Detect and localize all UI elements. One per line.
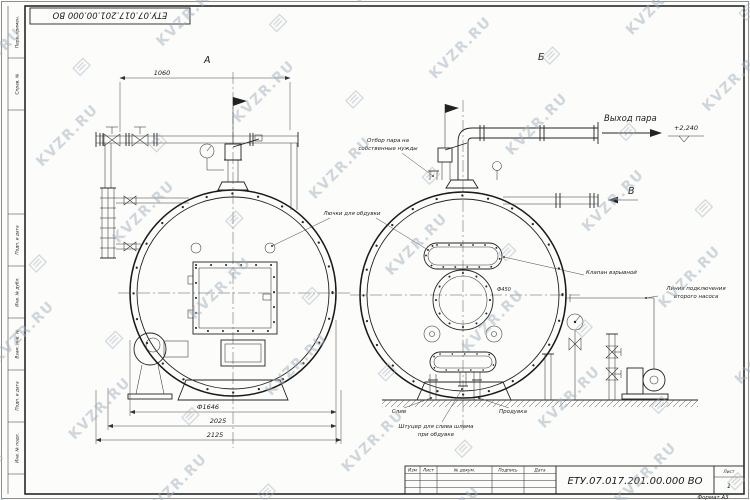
margin-stamp-strip: Перв. примен. Справ. № Подп. и дата Инв.… (7, 6, 25, 494)
manhole-dia-text: Ф450 (497, 287, 511, 293)
safety-valve-rear (428, 104, 502, 180)
titleblock-doc-number: ЕТУ.07.017.201.00.000 ВО (567, 476, 702, 487)
burner-fan (127, 332, 189, 400)
view-label-b: Б (538, 52, 545, 63)
manhole: Ф450 (432, 269, 511, 331)
sludge-label-1: Штуцер для слива шлама (399, 424, 475, 430)
dimension-1060: 1060 (119, 69, 291, 132)
titleblock-col-sign: Подпись (498, 468, 518, 474)
steam-flow-arrow (650, 129, 662, 137)
pump-volute (642, 368, 666, 392)
second-pump-label-1: Линия подключения (665, 286, 726, 292)
gauge-valve-top (123, 195, 137, 206)
dim-2125-text: 2125 (207, 431, 224, 439)
corner-stamp: ЕТУ.07.017.201.00.000 ВО (29, 7, 191, 25)
dim-1060-text: 1060 (154, 69, 171, 77)
view-v-arrow (608, 196, 618, 204)
titleblock-sheet-label: Лист (723, 469, 735, 475)
blowdown-standpipe (542, 353, 554, 400)
titleblock-sheet-number: 1 (727, 482, 731, 490)
side-nozzle-piping: В (503, 186, 638, 208)
steam-outlet-piping (445, 122, 662, 189)
margin-label-perv-primen: Перв. примен. (15, 16, 21, 48)
margin-label-sprav-no: Справ. № (15, 73, 21, 94)
margin-label-podp-data-1: Подп. и дата (15, 225, 21, 255)
dim-2025-text: 2025 (210, 417, 227, 425)
flag-pennant-rear (445, 104, 459, 113)
margin-label-vzam-inv: Взам. инв. № (15, 329, 21, 359)
ash-door (220, 339, 266, 367)
front-view-a: 1060 Ф1646 2025 2125 А (95, 55, 350, 448)
pump-base (621, 393, 669, 400)
blow-hatches-label: Лючки для обдувки (323, 211, 381, 217)
titleblock-col-date: Дата (533, 468, 545, 474)
titleblock-col-doc: № докум. (453, 468, 475, 474)
titleblock-col-list: Лист (422, 468, 434, 474)
dim-diameter-text: Ф1646 (197, 403, 219, 411)
callout-labels: Выход пара Отбор пара на собственные нуж… (271, 114, 726, 438)
manometer (566, 313, 584, 400)
elevation-mark: +2,240 (668, 124, 704, 143)
feed-pump (621, 367, 669, 400)
drain-label: Слив (392, 409, 406, 415)
steam-own-needs-label-1: Отбор пара на (367, 138, 410, 144)
explosion-valve-label: Клапан взрывной (586, 270, 637, 276)
gauge-valve-bottom (123, 241, 137, 252)
steam-out-label: Выход пара (604, 114, 657, 124)
side-view-b: Ф450 (350, 52, 704, 430)
valve-stack (605, 333, 622, 400)
blow-hatch-left (190, 242, 202, 254)
door-handle (262, 293, 272, 301)
margin-label-inv-podl: Инв. № подл. (15, 433, 21, 463)
view-label-a: А (203, 55, 211, 66)
title-block: Изм Лист № докум. Подпись Дата ЕТУ.07.01… (404, 465, 745, 500)
pump-motor (626, 367, 644, 395)
blowdown-label: Продувка (499, 409, 528, 415)
margin-label-podp-data-2: Подп. и дата (15, 381, 21, 411)
sludge-label-2: при обдувке (418, 432, 455, 438)
steam-own-needs-label-2: собственные нужды (358, 146, 418, 152)
level-mark-text: +2,240 (674, 124, 698, 132)
ground-hatching (382, 400, 698, 407)
view-label-v: В (628, 186, 635, 197)
dome-sensor (492, 161, 502, 171)
blow-hatch-right (264, 242, 276, 254)
titleblock-col-izm: Изм (408, 468, 417, 474)
water-level-gauge (100, 187, 189, 259)
corner-stamp-doc-number: ЕТУ.07.017.201.00.000 ВО (52, 10, 167, 20)
format-label: Формат А3 (697, 495, 729, 500)
flag-pennant (233, 97, 247, 106)
margin-label-inv-dubl: Инв. № дубл. (15, 277, 21, 306)
second-pump-label-2: второго насоса (674, 294, 719, 300)
furnace-door (187, 261, 278, 335)
